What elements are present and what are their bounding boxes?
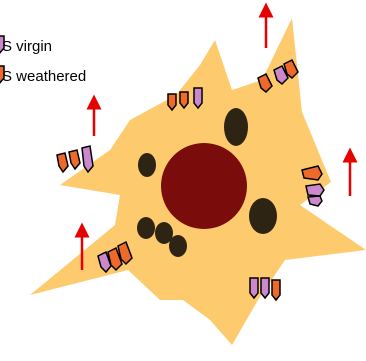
particle-violet-icon [261, 278, 269, 298]
particle-violet-icon [82, 146, 93, 172]
nucleus [161, 143, 247, 229]
particle-orange-icon [180, 92, 188, 108]
particle-orange-icon [168, 94, 176, 110]
vesicle [249, 198, 277, 234]
legend-label-weathered: S weathered [2, 68, 86, 85]
legend-label-virgin: S virgin [2, 38, 52, 55]
particle-violet-icon [306, 184, 324, 196]
particle-orange-icon [272, 280, 280, 300]
particle-orange-icon [69, 150, 80, 169]
vesicle [224, 108, 248, 146]
vesicle [137, 217, 155, 239]
vesicle [169, 235, 187, 257]
particle-violet-icon [194, 88, 202, 108]
particle-violet-icon [308, 196, 322, 206]
particle-orange-icon [57, 153, 68, 172]
particle-violet-icon [250, 278, 258, 298]
vesicle [138, 153, 156, 177]
